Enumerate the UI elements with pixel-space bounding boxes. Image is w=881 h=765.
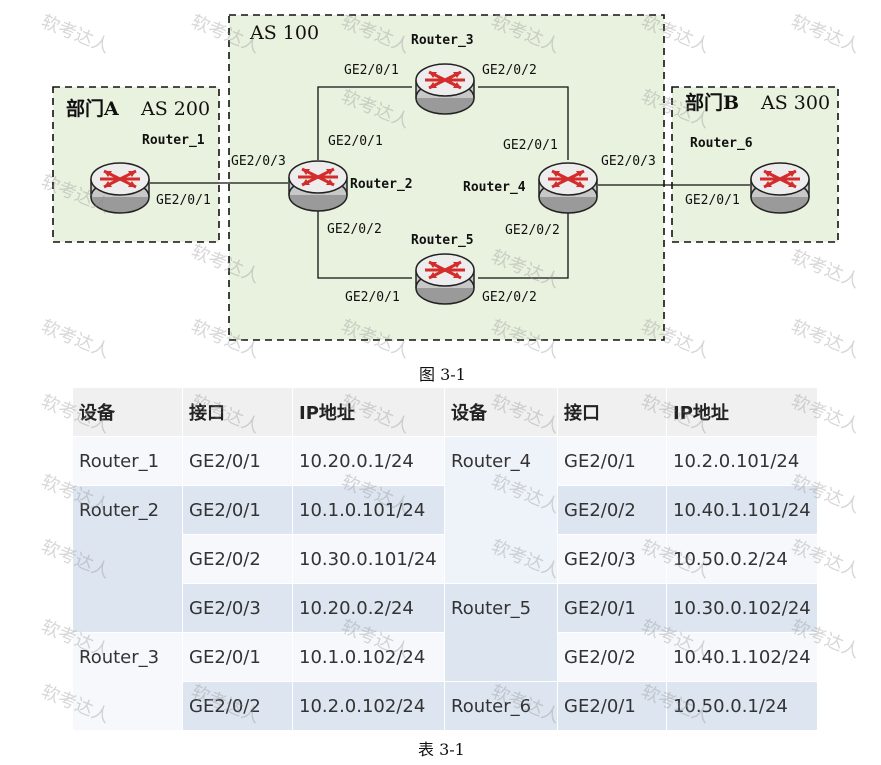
column-header: 设备: [72, 387, 183, 437]
dept-b-label: 部门B: [685, 91, 739, 114]
table-cell: GE2/0/1: [557, 681, 667, 731]
table-cell: Router_1: [72, 436, 183, 486]
router-1-icon: [89, 161, 151, 215]
column-header: IP地址: [666, 387, 818, 437]
table-cell: GE2/0/2: [557, 485, 667, 535]
router-5-icon: [414, 252, 476, 306]
table-cell: Router_2: [72, 485, 183, 633]
router-2-label: Router_2: [350, 177, 413, 192]
table-cell: Router_4: [444, 436, 558, 584]
router-3-label: Router_3: [411, 33, 474, 48]
port-label: GE2/0/3: [231, 154, 286, 169]
column-header: 接口: [182, 387, 293, 437]
ip-address-table: 设备 接口 IP地址 设备 接口 IP地址 Router_1 GE2/0/1 1…: [72, 387, 818, 731]
column-header: 接口: [557, 387, 667, 437]
table-row: GE2/0/2 10.30.0.101/24 GE2/0/3 10.50.0.2…: [73, 534, 818, 584]
column-header: 设备: [444, 387, 558, 437]
dept-a-zone: [52, 86, 220, 243]
port-label: GE2/0/1: [345, 290, 400, 305]
as200-label: AS 200: [140, 98, 210, 120]
network-topology-diagram: AS 100 部门A AS 200 部门B AS 300 Router_1 Ro…: [52, 14, 839, 341]
table-row: Router_1 GE2/0/1 10.20.0.1/24 Router_4 G…: [72, 436, 818, 584]
table-cell: 10.50.0.1/24: [666, 681, 818, 731]
port-label: GE2/0/1: [344, 63, 399, 78]
table-cell: 10.2.0.102/24: [292, 681, 445, 731]
links: [150, 86, 750, 279]
table-cell: 10.40.1.102/24: [666, 632, 818, 682]
port-label: GE2/0/1: [503, 138, 558, 153]
router-4-label: Router_4: [463, 180, 526, 195]
table-cell: GE2/0/1: [182, 485, 293, 535]
table-cell: 10.2.0.101/24: [666, 436, 818, 486]
table-cell: 10.30.0.102/24: [666, 583, 818, 633]
table-cell: GE2/0/1: [557, 436, 667, 486]
table-row: Router_2 GE2/0/1 10.1.0.101/24 GE2/0/2 1…: [72, 485, 818, 633]
table-cell: 10.30.0.101/24: [292, 534, 445, 584]
port-label: GE2/0/1: [156, 193, 211, 208]
router-6-icon: [749, 161, 811, 215]
port-label: GE2/0/3: [601, 154, 656, 169]
port-label: GE2/0/1: [328, 134, 383, 149]
column-header: IP地址: [292, 387, 445, 437]
table-cell: 10.20.0.2/24: [292, 583, 445, 633]
table-cell: Router_6: [444, 681, 558, 731]
router-5-label: Router_5: [411, 233, 474, 248]
port-label: GE2/0/2: [482, 63, 537, 78]
table-cell: GE2/0/1: [182, 436, 293, 486]
table-cell: GE2/0/3: [557, 534, 667, 584]
as100-label: AS 100: [249, 22, 319, 44]
table-cell: Router_5: [444, 583, 558, 682]
table-cell: GE2/0/2: [182, 681, 293, 731]
figure-caption: 图 3-1: [419, 365, 466, 384]
router-3-icon: [414, 62, 476, 116]
table-cell: GE2/0/3: [182, 583, 293, 633]
table-cell: 10.1.0.102/24: [292, 632, 445, 682]
router-6-label: Router_6: [690, 136, 753, 151]
dept-a-label: 部门A: [66, 97, 119, 120]
as300-label: AS 300: [760, 92, 830, 114]
table-cell: 10.50.0.2/24: [666, 534, 818, 584]
router-4-icon: [537, 161, 599, 215]
table-cell: GE2/0/1: [557, 583, 667, 633]
table-cell: 10.40.1.101/24: [666, 485, 818, 535]
table-row: GE2/0/3 10.20.0.2/24 Router_5 GE2/0/1 10…: [73, 583, 818, 682]
table-row: GE2/0/2 10.2.0.102/24 Router_6 GE2/0/1 1…: [73, 681, 818, 731]
table-cell: GE2/0/1: [182, 632, 293, 682]
table-row: Router_3 GE2/0/1 10.1.0.102/24 GE2/0/2 1…: [72, 632, 818, 731]
table-cell: 10.1.0.101/24: [292, 485, 445, 535]
port-label: GE2/0/1: [685, 193, 740, 208]
router-1-label: Router_1: [142, 133, 205, 148]
port-label: GE2/0/2: [482, 290, 537, 305]
port-label: GE2/0/2: [327, 222, 382, 237]
table-header-row: 设备 接口 IP地址 设备 接口 IP地址: [72, 387, 818, 437]
table-cell: Router_3: [72, 632, 183, 731]
table-cell: GE2/0/2: [182, 534, 293, 584]
dept-b-zone: [671, 86, 839, 243]
table-cell: 10.20.0.1/24: [292, 436, 445, 486]
table-caption: 表 3-1: [418, 740, 465, 759]
port-label: GE2/0/2: [505, 223, 560, 238]
table-cell: GE2/0/2: [557, 632, 667, 682]
router-2-icon: [287, 159, 349, 213]
